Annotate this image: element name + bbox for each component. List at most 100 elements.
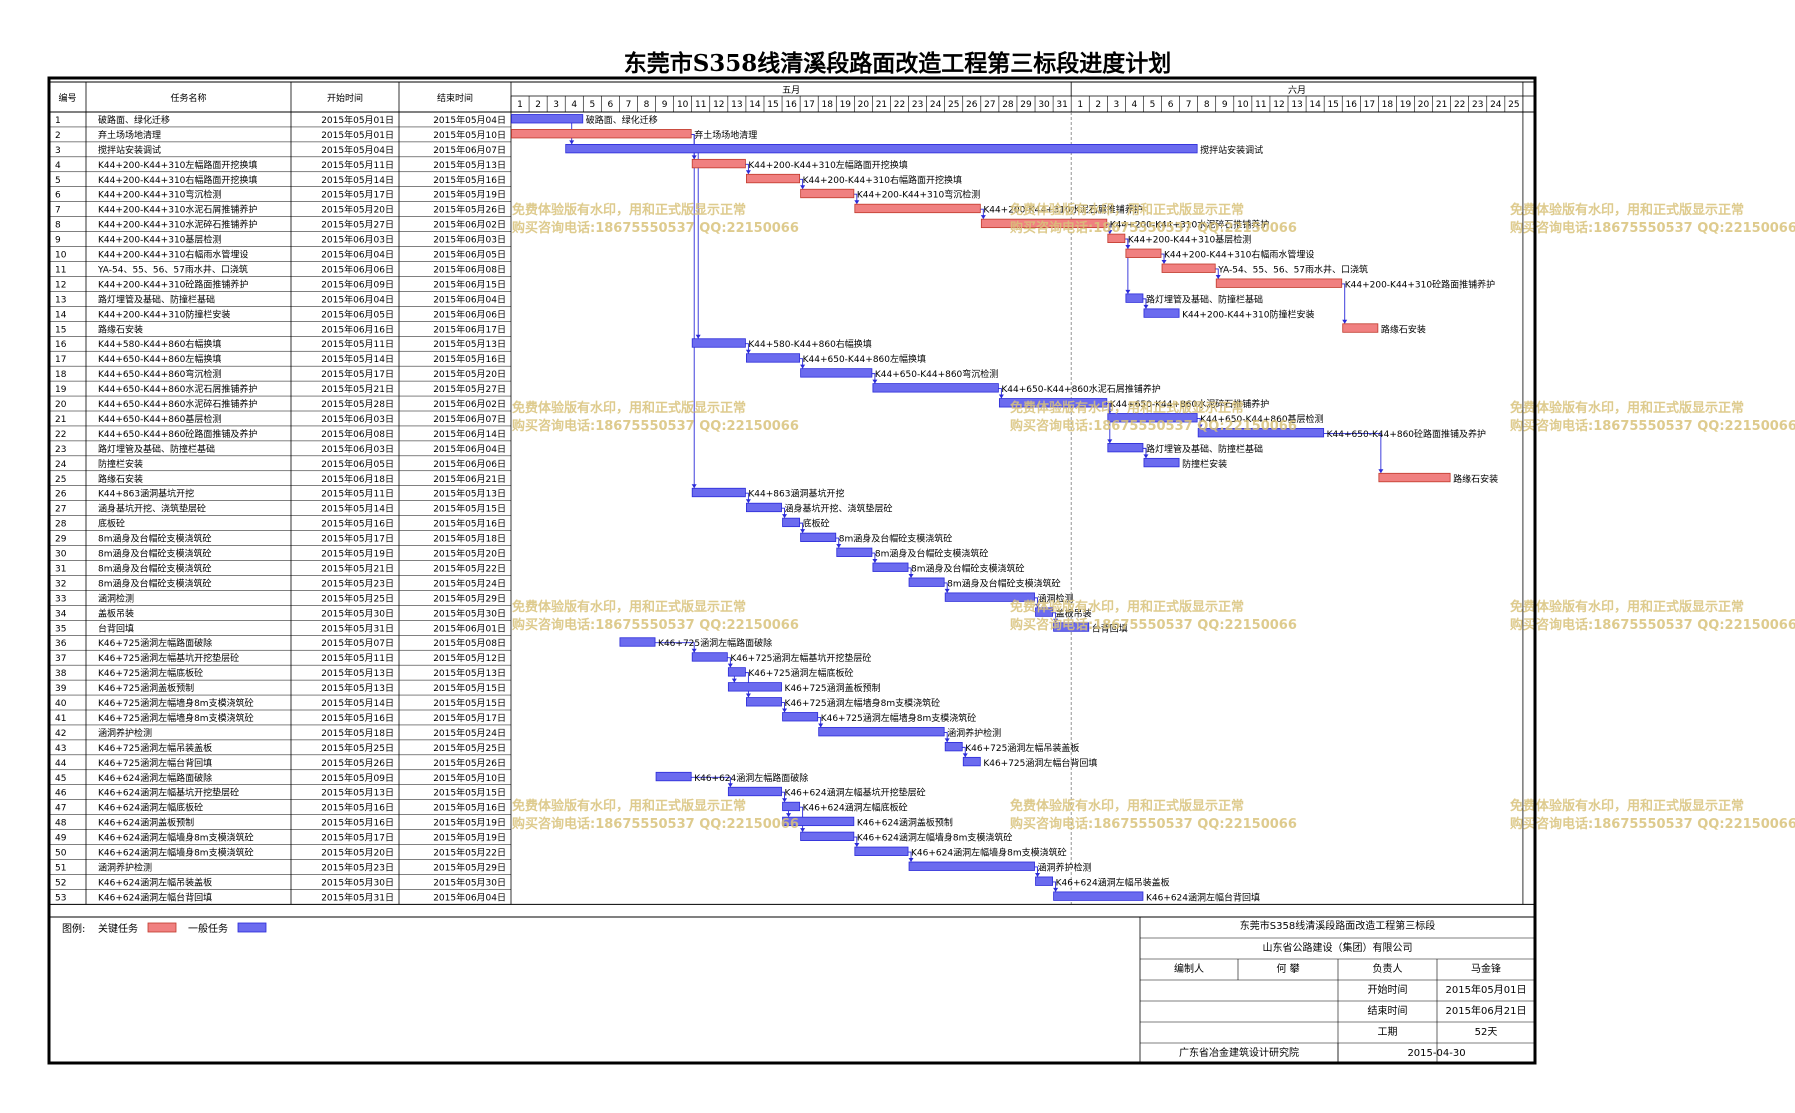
- normal-task-bar: [818, 727, 945, 737]
- day-label: 22: [1454, 100, 1465, 110]
- task-bar-label: K46+624涵洞左幅底板砼: [803, 802, 908, 814]
- task-name: K44+200-K44+310水泥石屑推铺养护: [98, 204, 257, 216]
- info-manager: 马金锋: [1471, 962, 1501, 975]
- task-id: 17: [55, 355, 66, 365]
- task-name: K46+624涵洞盖板预制: [98, 817, 194, 829]
- watermark-line: 购买咨询电话:18675550537 QQ:22150066: [1010, 816, 1297, 832]
- dependency-arrow: [980, 215, 986, 220]
- legend-critical-swatch: [147, 922, 177, 933]
- info-compiler-label: 编制人: [1174, 962, 1204, 975]
- task-id: 52: [55, 878, 66, 888]
- day-label: 12: [1273, 100, 1284, 110]
- task-id: 26: [55, 490, 67, 500]
- task-bar-label: K44+580-K44+860右幅换填: [748, 338, 871, 350]
- dependency-line: [1341, 283, 1346, 324]
- task-start: 2015年05月11日: [321, 159, 394, 171]
- task-start: 2015年06月05日: [321, 458, 394, 470]
- normal-task-bar: [746, 502, 782, 513]
- task-id: 2: [55, 131, 61, 141]
- task-id: 42: [55, 729, 66, 739]
- task-end: 2015年05月13日: [433, 159, 506, 171]
- task-id: 33: [55, 594, 66, 604]
- task-id: 20: [55, 400, 67, 410]
- task-id: 39: [55, 684, 67, 694]
- day-label: 5: [589, 100, 595, 110]
- task-bar-label: K46+624涵洞左幅吊装盖板: [1056, 876, 1170, 888]
- task-name: 涵身基坑开挖、浇筑垫层砼: [98, 503, 206, 515]
- task-name: K44+200-K44+310右幅雨水管埋设: [98, 249, 248, 261]
- task-id: 19: [55, 385, 67, 395]
- task-start: 2015年06月06日: [321, 263, 394, 275]
- legend-normal-swatch: [237, 922, 267, 933]
- watermark-line: 免费体验版有水印，用和正式版显示正常: [1510, 599, 1744, 615]
- task-start: 2015年05月01日: [321, 114, 394, 126]
- normal-task-bar: [1125, 293, 1144, 303]
- day-label: 19: [840, 100, 852, 110]
- task-end: 2015年05月15日: [433, 503, 506, 515]
- task-id: 9: [55, 236, 61, 246]
- normal-task-bar: [782, 517, 801, 528]
- task-id: 7: [55, 206, 61, 216]
- task-name: K46+725涵洞左幅台背回填: [98, 757, 212, 769]
- task-end: 2015年06月01日: [433, 622, 506, 634]
- task-bar-label: 路缘石安装: [1381, 323, 1426, 335]
- task-id: 25: [55, 475, 66, 485]
- day-label: 22: [894, 100, 905, 110]
- task-name: 8m涵身及台帽砼支模浇筑砼: [98, 562, 212, 574]
- critical-task-bar: [1342, 323, 1379, 333]
- task-name: 底板砼: [98, 518, 125, 530]
- task-id: 11: [55, 265, 66, 275]
- task-id: 18: [55, 370, 67, 380]
- dependency-arrow: [786, 813, 792, 818]
- day-label: 11: [1255, 100, 1266, 110]
- header-task-name: 任务名称: [170, 92, 206, 104]
- outer-frame: [47, 76, 1537, 1065]
- day-label: 3: [1113, 100, 1119, 110]
- task-bar-label: K44+200-K44+310弯沉检测: [857, 189, 980, 201]
- dependency-arrow: [872, 379, 878, 384]
- normal-task-bar: [511, 114, 584, 124]
- task-bar-label: 防撞栏安装: [1182, 458, 1227, 470]
- task-name: K46+624涵洞左幅台背回填: [98, 891, 212, 903]
- task-name: K46+725涵洞盖板预制: [98, 682, 194, 694]
- normal-task-bar: [746, 353, 801, 363]
- task-start: 2015年05月18日: [321, 727, 394, 739]
- task-bar-label: K44+200-K44+310水泥石屑推铺养护: [983, 204, 1142, 216]
- task-id: 48: [55, 819, 67, 829]
- day-label: 21: [1436, 100, 1447, 110]
- task-name: 防撞栏安装: [98, 458, 143, 470]
- legend-normal-label: 一般任务: [188, 922, 228, 935]
- dependency-arrow: [1143, 304, 1149, 309]
- task-end: 2015年06月07日: [433, 413, 506, 425]
- task-end: 2015年06月04日: [433, 443, 506, 455]
- task-name: K44+200-K44+310左幅路面开挖换填: [98, 159, 257, 171]
- day-label: 5: [1150, 100, 1156, 110]
- task-end: 2015年05月19日: [433, 832, 506, 844]
- task-name: 8m涵身及台帽砼支模浇筑砼: [98, 577, 212, 589]
- dependency-arrow: [1378, 469, 1384, 474]
- task-name: 台背回填: [98, 622, 134, 634]
- task-end: 2015年05月17日: [433, 712, 506, 724]
- task-end: 2015年05月19日: [433, 189, 506, 201]
- task-end: 2015年06月08日: [433, 263, 506, 275]
- day-label: 30: [1038, 100, 1050, 110]
- info-duration: 52天: [1475, 1027, 1498, 1038]
- task-id: 53: [55, 893, 66, 903]
- task-bar-label: K44+200-K44+310水泥碎石推铺养护: [1110, 219, 1269, 231]
- normal-task-bar: [1035, 607, 1054, 617]
- info-company: 山东省公路建设（集团）有限公司: [1263, 941, 1413, 954]
- day-label: 25: [948, 100, 959, 110]
- task-start: 2015年05月16日: [321, 817, 394, 829]
- watermark-line: 购买咨询电话:18675550537 QQ:22150066: [1010, 617, 1297, 633]
